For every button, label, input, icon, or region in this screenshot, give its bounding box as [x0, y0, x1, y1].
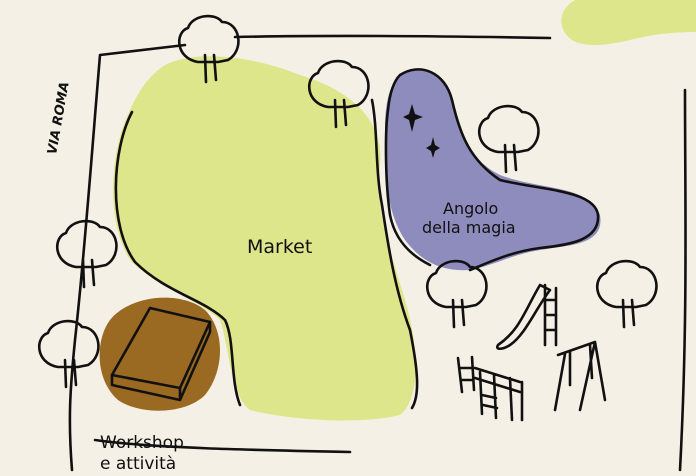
- climbing-frame-icon: [456, 355, 524, 422]
- sparkle-icon: [426, 137, 440, 158]
- swing-icon: [553, 340, 607, 412]
- magic-corner-label-line1: Angolo: [443, 199, 498, 218]
- workshop-area: [99, 297, 220, 411]
- market-outline: [114, 98, 419, 410]
- green-area-top-right: [561, 0, 696, 45]
- tree-icon: [38, 319, 100, 389]
- tree-icon: [596, 259, 658, 329]
- tree-icon: [56, 219, 118, 289]
- park-boundary: [68, 34, 687, 472]
- market-area: [113, 56, 416, 421]
- tree-icon: [426, 259, 488, 329]
- tree-icon: [478, 104, 540, 174]
- workshop-label-line1: Workshop: [100, 433, 184, 453]
- tree-icon: [178, 14, 240, 84]
- workshop-label-line2: e attività: [100, 454, 176, 474]
- sparkle-icon: [403, 104, 423, 132]
- market-label: Market: [247, 236, 312, 258]
- tree-icon: [308, 59, 370, 129]
- magic-corner-area: [385, 69, 601, 271]
- magic-corner-outline: [384, 68, 600, 272]
- table-icon: [110, 306, 212, 402]
- magic-corner-label-line2: della magia: [422, 218, 516, 237]
- street-label: VIA ROMA: [45, 81, 73, 156]
- slide-icon: [496, 283, 558, 351]
